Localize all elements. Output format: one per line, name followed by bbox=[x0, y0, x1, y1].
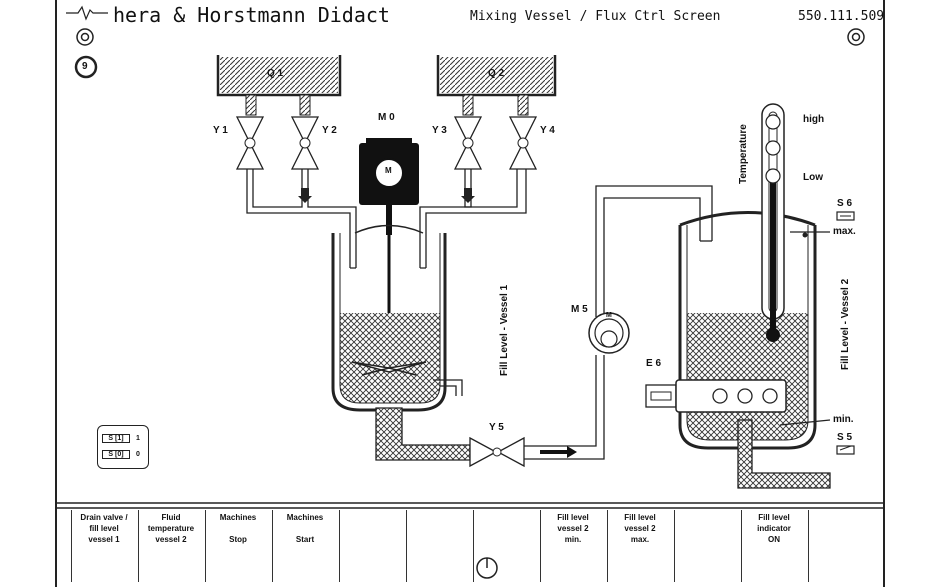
temperature-label: Temperature bbox=[738, 124, 749, 184]
softkey-divider bbox=[808, 510, 809, 582]
mixing-vessel-1 bbox=[331, 224, 463, 412]
softkey-label: Fill level vessel 2 min. bbox=[557, 513, 589, 544]
flow-arrow-icon-transfer bbox=[540, 446, 577, 458]
tank-q2-label: Q 2 bbox=[488, 68, 505, 79]
softkey-bar: Drain valve / fill level vessel 1 Fluid t… bbox=[57, 510, 883, 585]
softkey-divider bbox=[71, 510, 72, 582]
switch-s5-label: S 5 bbox=[837, 432, 853, 443]
flow-arrow-icon-y3 bbox=[461, 188, 475, 203]
heater-e6-label: E 6 bbox=[646, 358, 662, 369]
supply-tank-q1 bbox=[216, 55, 342, 116]
softkey-divider bbox=[607, 510, 608, 582]
switch-s6-label: S 6 bbox=[837, 198, 853, 209]
motor-m0-symbol: M bbox=[385, 166, 392, 175]
status-value-0: 0 bbox=[135, 451, 140, 458]
motor-m0-label: M 0 bbox=[378, 112, 395, 123]
valve-y5-label: Y 5 bbox=[489, 422, 504, 433]
status-key-0: S [0] bbox=[102, 450, 130, 459]
valve-y1-icon[interactable] bbox=[235, 116, 265, 170]
thermometer-icon bbox=[761, 103, 785, 342]
softkey-divider bbox=[741, 510, 742, 582]
screen-frame bbox=[55, 0, 885, 587]
softkey-2[interactable]: Fluid temperature vessel 2 bbox=[138, 512, 204, 582]
level-min-label: min. bbox=[833, 414, 854, 425]
pump-m5-label: M 5 bbox=[571, 304, 588, 315]
softkey-label: Machines Start bbox=[286, 513, 324, 544]
vessel-1-fill-label: Fill Level - Vessel 1 bbox=[499, 284, 510, 376]
softkey-11[interactable]: Fill level indicator ON bbox=[741, 512, 807, 582]
softkey-6[interactable] bbox=[406, 512, 472, 582]
softkey-divider bbox=[674, 510, 675, 582]
softkey-divider bbox=[205, 510, 206, 582]
tank-q1-label: Q 1 bbox=[267, 68, 284, 79]
valve-y3-label: Y 3 bbox=[432, 125, 447, 136]
level-switch-s6-icon[interactable] bbox=[836, 211, 855, 221]
softkey-divider bbox=[540, 510, 541, 582]
pump-m5-symbol: M bbox=[606, 312, 612, 319]
softkey-12[interactable] bbox=[808, 512, 874, 582]
softkey-1[interactable]: Drain valve / fill level vessel 1 bbox=[71, 512, 137, 582]
drain-pipe-vessel-2 bbox=[737, 419, 831, 489]
switch-status-box: S [1] 1 S [0] 0 bbox=[97, 425, 149, 469]
softkey-divider bbox=[473, 510, 474, 582]
softkey-divider bbox=[272, 510, 273, 582]
screw-icon-top-right bbox=[847, 28, 865, 46]
softkey-4[interactable]: Machines Start bbox=[272, 512, 338, 582]
drain-pipe-vessel-1 bbox=[375, 407, 471, 461]
screen-title: Mixing Vessel / Flux Ctrl Screen bbox=[470, 9, 721, 24]
supply-tank-q2 bbox=[436, 55, 557, 116]
softkey-label: Fill level vessel 2 max. bbox=[624, 513, 656, 544]
softkey-label: Machines Stop bbox=[219, 513, 257, 544]
level-switch-s5-icon[interactable] bbox=[836, 445, 855, 455]
softkey-label: Fluid temperature vessel 2 bbox=[147, 513, 195, 544]
page-badge-number: 9 bbox=[82, 61, 88, 72]
logo-wave-icon bbox=[66, 5, 108, 21]
softkey-divider bbox=[138, 510, 139, 582]
status-key-1: S [1] bbox=[102, 434, 130, 443]
softkey-divider bbox=[339, 510, 340, 582]
valve-y2-icon[interactable] bbox=[290, 116, 320, 170]
document-number: 550.111.509 bbox=[798, 9, 885, 24]
valve-y2-label: Y 2 bbox=[322, 125, 337, 136]
softkey-5[interactable] bbox=[339, 512, 405, 582]
softkey-10[interactable] bbox=[674, 512, 740, 582]
softkey-divider bbox=[406, 510, 407, 582]
softkey-label: Fill level indicator ON bbox=[757, 513, 791, 544]
valve-y1-label: Y 1 bbox=[213, 125, 228, 136]
softkey-3[interactable]: Machines Stop bbox=[205, 512, 271, 582]
valve-y4-label: Y 4 bbox=[540, 125, 555, 136]
rotary-knob-icon[interactable] bbox=[476, 557, 498, 579]
softkey-label: Drain valve / fill level vessel 1 bbox=[80, 513, 128, 544]
softkey-8[interactable]: Fill level vessel 2 min. bbox=[540, 512, 606, 582]
temperature-low-label: Low bbox=[803, 172, 823, 183]
vessel-2-fill-label: Fill Level - Vessel 2 bbox=[840, 278, 851, 370]
brand-title: hera & Horstmann Didact bbox=[113, 3, 390, 27]
softkey-7[interactable] bbox=[473, 512, 539, 582]
heater-e6-icon[interactable] bbox=[645, 379, 787, 413]
softkey-9[interactable]: Fill level vessel 2 max. bbox=[607, 512, 673, 582]
level-max-label: max. bbox=[833, 226, 856, 237]
flow-arrow-icon-y2 bbox=[298, 188, 312, 203]
page-badge-icon bbox=[74, 55, 98, 79]
screw-icon-top-left bbox=[76, 28, 94, 46]
status-value-1: 1 bbox=[135, 435, 140, 442]
pump-m5-icon[interactable] bbox=[588, 312, 630, 354]
valve-y3-icon[interactable] bbox=[453, 116, 483, 170]
valve-y5-icon[interactable] bbox=[469, 436, 525, 468]
temperature-high-label: high bbox=[803, 114, 825, 125]
valve-y4-icon[interactable] bbox=[508, 116, 538, 170]
